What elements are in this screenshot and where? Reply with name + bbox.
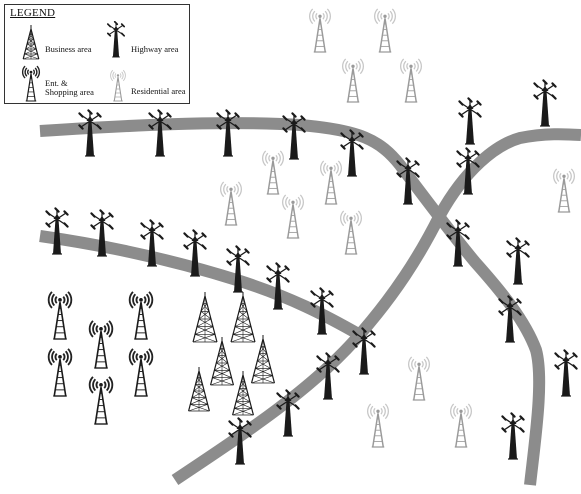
faded-broadcast-mast-icon [110,69,126,102]
residential-mast-icon [262,150,284,195]
highway-sector-tower-icon [554,349,578,397]
highway-sector-tower-icon [228,417,252,465]
highway-road-top [39,117,546,486]
highway-sector-tower-icon [45,207,69,255]
residential-mast-icon [320,160,342,205]
business-lattice-tower-icon [250,335,276,384]
broadcast-mast-icon [21,65,41,102]
highway-sector-tower-icon [340,129,364,177]
highway-sector-tower-icon [396,157,420,205]
residential-mast-icon [282,194,304,239]
highway-sector-tower-icon [533,79,557,127]
highway-sector-tower-icon [140,219,164,267]
residential-mast-icon [367,403,389,448]
highway-sector-tower-icon [456,147,480,195]
highway-sector-tower-icon [352,327,376,375]
business-lattice-tower-icon [188,367,210,412]
highway-sector-tower-icon [282,112,306,160]
tower-layer [45,8,578,465]
entertainment-mast-icon [88,376,114,425]
highway-sector-tower-icon [316,352,340,400]
entertainment-mast-icon [128,291,154,340]
residential-mast-icon [408,356,430,401]
legend-label-residential: Residential area [131,86,186,96]
residential-mast-icon [450,403,472,448]
highway-sector-tower-icon [78,109,102,157]
highway-sector-tower-icon [148,109,172,157]
highway-sector-tower-icon [276,389,300,437]
business-lattice-tower-icon [230,292,256,343]
roads [39,117,581,486]
highway-sector-tower-icon [226,245,250,293]
highway-road-middle [39,230,363,341]
sector-antenna-icon [106,21,126,58]
residential-mast-icon [342,58,364,103]
legend: LEGEND Business area Highway area Ent. &… [4,4,190,104]
highway-sector-tower-icon [216,109,240,157]
legend-label-entertainment: Ent. & Shopping area [45,78,94,97]
legend-title: LEGEND [10,7,56,19]
highway-sector-tower-icon [446,219,470,267]
residential-mast-icon [340,210,362,255]
business-lattice-tower-icon [209,337,235,386]
residential-mast-icon [374,8,396,53]
entertainment-mast-icon [88,320,114,369]
residential-mast-icon [400,58,422,103]
highway-sector-tower-icon [501,412,525,460]
business-lattice-tower-icon [192,292,218,343]
residential-mast-icon [553,168,575,213]
entertainment-mast-icon [128,348,154,397]
highway-sector-tower-icon [458,97,482,145]
highway-sector-tower-icon [183,229,207,277]
business-lattice-tower-icon [232,371,254,416]
residential-mast-icon [309,8,331,53]
highway-sector-tower-icon [310,287,334,335]
highway-sector-tower-icon [498,295,522,343]
highway-sector-tower-icon [90,209,114,257]
entertainment-mast-icon [47,348,73,397]
highway-sector-tower-icon [266,262,290,310]
legend-label-highway: Highway area [131,44,179,54]
highway-sector-tower-icon [506,237,530,285]
entertainment-mast-icon [47,291,73,340]
residential-mast-icon [220,181,242,226]
legend-label-business: Business area [45,44,92,54]
lattice-tower-icon [22,25,40,60]
